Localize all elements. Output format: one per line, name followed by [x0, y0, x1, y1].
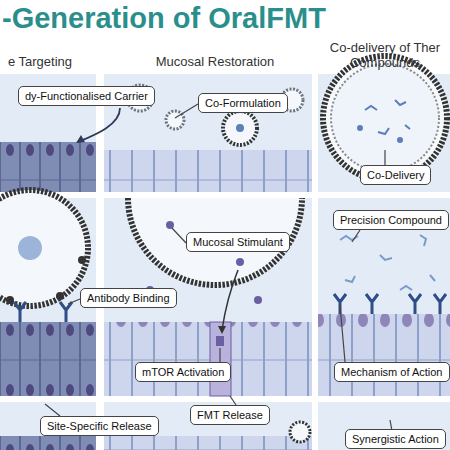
column-heading: Mucosal Restoration — [140, 54, 290, 69]
leader-line — [230, 396, 236, 405]
callout-box: Synergistic Action — [345, 429, 446, 449]
callout-text: Synergistic Action — [352, 432, 439, 446]
leader-line — [68, 299, 80, 304]
epithelium — [104, 436, 312, 450]
callout-text: mTOR Activation — [142, 365, 224, 379]
callout-text: Mucosal Stimulant — [193, 235, 283, 249]
liposome — [290, 422, 310, 442]
leader-line — [45, 404, 60, 416]
particle — [6, 296, 14, 304]
particle — [78, 256, 86, 264]
callout-text: Co-Formulation — [205, 96, 281, 110]
leader-line — [175, 104, 198, 118]
leader-arrow — [78, 108, 120, 142]
callout-text: Co-Delivery — [367, 168, 424, 182]
callout-box: mTOR Activation — [135, 362, 231, 382]
arrow-line — [222, 270, 238, 330]
liposome — [128, 198, 302, 285]
callout-box: Site-Specific Release — [40, 416, 159, 436]
epithelium — [0, 436, 96, 450]
callout-box: dy-Functionalised Carrier — [18, 86, 155, 106]
callout-text: Antibody Binding — [87, 291, 170, 305]
arrow-head — [76, 135, 85, 143]
callout-box: Mucosal Stimulant — [186, 232, 290, 252]
panel — [318, 402, 450, 450]
column-heading: Co-delivery of Ther Compounds — [322, 40, 448, 70]
callout-text: Precision Compound — [340, 213, 442, 227]
epithelium — [104, 150, 312, 192]
callout-text: FMT Release — [197, 408, 263, 422]
epithelium — [104, 322, 312, 396]
leader-line — [352, 230, 360, 242]
carrier — [0, 190, 88, 306]
column-heading: e Targeting — [0, 54, 80, 69]
epithelium — [0, 142, 96, 192]
epithelium — [318, 314, 450, 396]
receptor — [216, 336, 224, 346]
antibody — [334, 294, 446, 314]
leader-line — [172, 228, 186, 243]
stimulant — [254, 296, 262, 304]
callout-text: dy-Functionalised Carrier — [25, 89, 148, 103]
title: -Generation of OralFMT — [2, 2, 326, 35]
cargo — [397, 137, 403, 143]
panel — [318, 198, 450, 396]
particle — [56, 292, 64, 300]
cargo — [365, 100, 410, 134]
leader-line — [219, 348, 220, 362]
stimulant — [166, 221, 174, 229]
compound — [340, 235, 435, 290]
epithelium — [0, 322, 96, 396]
cargo — [18, 236, 42, 260]
arrow-head — [218, 326, 226, 334]
antibody — [14, 302, 72, 322]
cargo — [236, 124, 244, 132]
liposome — [223, 111, 257, 145]
callout-text: Mechanism of Action — [341, 365, 443, 379]
callout-text: Site-Specific Release — [47, 419, 152, 433]
callout-box: Co-Delivery — [360, 165, 431, 185]
leader-line — [384, 150, 385, 165]
callout-box: Antibody Binding — [80, 288, 177, 308]
liposome — [323, 56, 447, 180]
callout-box: FMT Release — [190, 405, 270, 425]
cargo — [357, 125, 363, 131]
stimulant — [236, 258, 244, 266]
callout-box: Co-Formulation — [198, 93, 288, 113]
leader-line — [340, 305, 345, 362]
callout-box: Precision Compound — [333, 210, 449, 230]
liposome-inner — [331, 64, 439, 172]
callout-box: Mechanism of Action — [334, 362, 450, 382]
target-cell — [210, 322, 231, 396]
